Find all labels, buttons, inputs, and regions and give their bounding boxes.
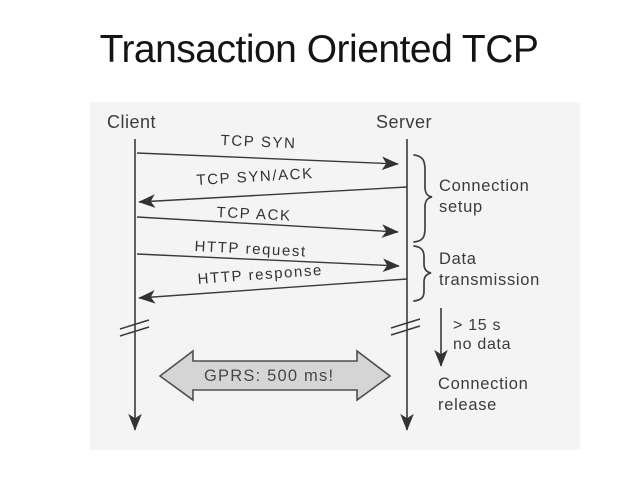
connection-release-label: Connection release bbox=[438, 374, 528, 416]
client-break-mark bbox=[119, 319, 150, 337]
connection-release-line1: Connection bbox=[438, 375, 529, 393]
connection-setup-brace bbox=[413, 154, 433, 243]
arrow-http-response bbox=[138, 278, 408, 304]
arrow-tcp-syn-ack bbox=[138, 186, 408, 208]
gprs-callout-arrow bbox=[158, 349, 392, 402]
arrow-http-request bbox=[136, 253, 400, 273]
gprs-callout-label: GPRS: 500 ms! bbox=[204, 367, 335, 385]
timeout-line1: > 15 s bbox=[453, 317, 502, 334]
client-label: Client bbox=[107, 112, 157, 132]
message-label-tcp-syn: TCP SYN bbox=[220, 132, 297, 153]
message-label-tcp-ack: TCP ACK bbox=[216, 204, 293, 225]
server-break-mark bbox=[390, 318, 421, 336]
data-transmission-label: Data transmission bbox=[439, 249, 540, 291]
page-title: Transaction Oriented TCP bbox=[99, 28, 539, 71]
connection-setup-line2: setup bbox=[439, 198, 483, 216]
figure-background bbox=[90, 102, 580, 450]
timeout-label: > 15 s no data bbox=[453, 316, 511, 354]
connection-release-line2: release bbox=[438, 396, 498, 414]
arrow-tcp-ack bbox=[136, 216, 399, 238]
server-label: Server bbox=[376, 112, 433, 132]
timeout-line2: no data bbox=[453, 336, 512, 353]
data-transmission-brace bbox=[413, 245, 432, 302]
connection-setup-label: Connection setup bbox=[439, 176, 529, 218]
connection-setup-line1: Connection bbox=[439, 177, 530, 195]
arrow-tcp-syn bbox=[136, 152, 399, 171]
data-transmission-line2: transmission bbox=[439, 271, 541, 289]
data-transmission-line1: Data bbox=[439, 250, 477, 268]
